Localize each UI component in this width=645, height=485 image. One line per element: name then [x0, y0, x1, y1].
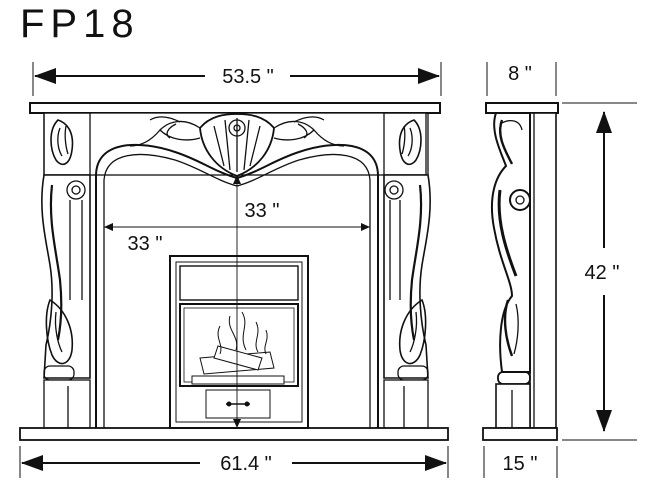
height-label: 42 "	[585, 262, 620, 284]
front-view	[19, 102, 449, 441]
side-view	[482, 102, 559, 441]
top-width-dimension: 53.5 "	[32, 62, 442, 96]
height-dimension: 42 "	[562, 102, 637, 441]
fireplace-insert	[169, 255, 309, 429]
bottom-width-label: 61.4 "	[220, 453, 272, 475]
opening-width-dimension: 33 "	[104, 223, 370, 255]
top-depth-label: 8 "	[508, 63, 532, 85]
base-depth-label: 15 "	[503, 453, 538, 475]
top-depth-dimension: 8 "	[486, 62, 557, 96]
bottom-width-dimension: 61.4 "	[19, 446, 449, 478]
opening-width-label: 33 "	[128, 233, 163, 255]
base-depth-dimension: 15 "	[483, 446, 558, 478]
opening-height-dimension: 33 "	[233, 175, 279, 428]
opening-height-label: 33 "	[245, 200, 280, 222]
top-width-label: 53.5 "	[222, 66, 274, 88]
shell-ornament	[129, 113, 345, 177]
product-title: FP18	[20, 2, 140, 46]
